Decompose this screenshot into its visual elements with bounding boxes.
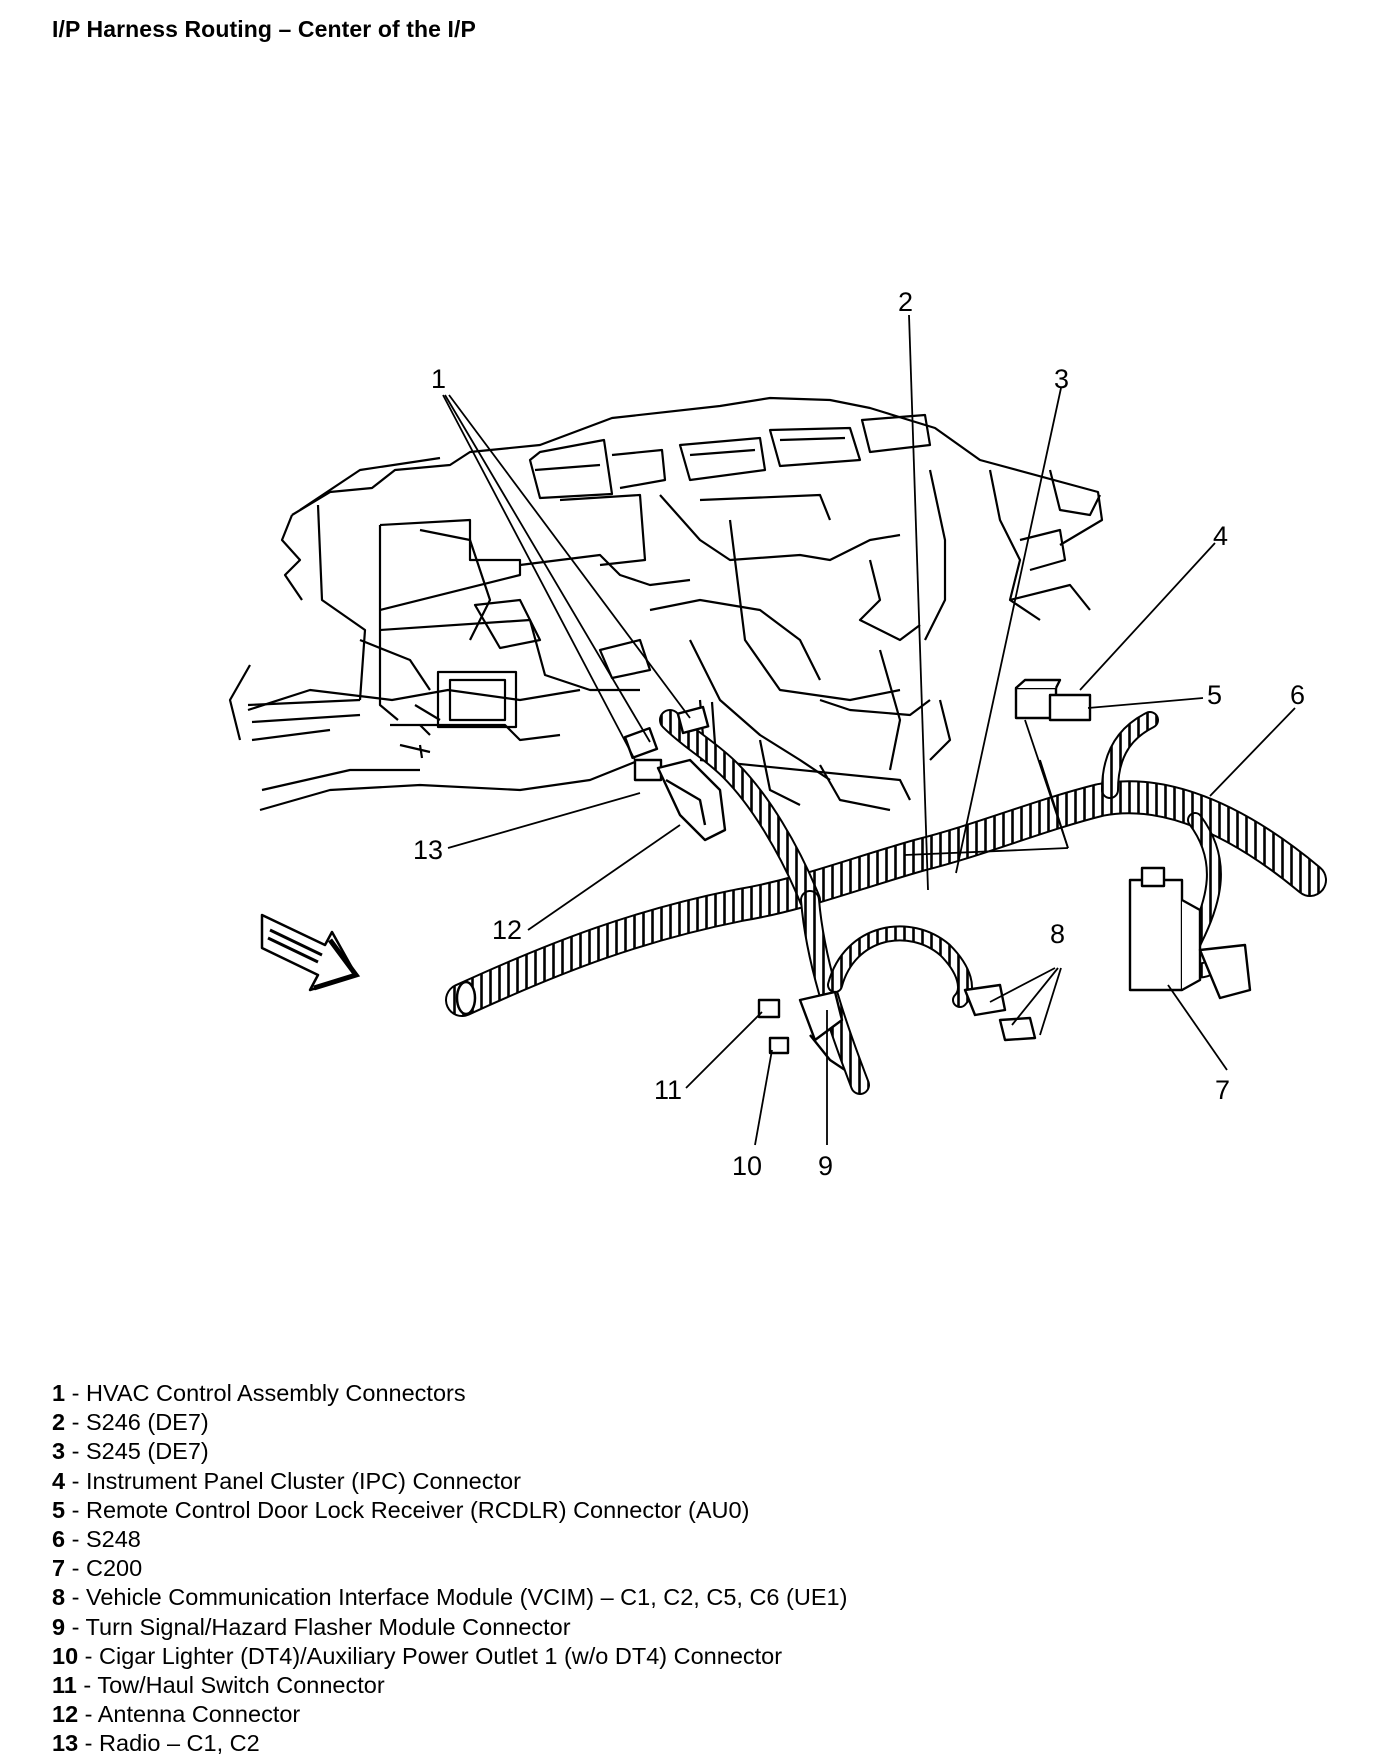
legend-item: 1 - HVAC Control Assembly Connectors bbox=[52, 1379, 847, 1408]
legend-separator: - bbox=[65, 1409, 86, 1436]
legend-text: Radio – C1, C2 bbox=[99, 1730, 260, 1757]
legend-separator: - bbox=[78, 1642, 100, 1669]
legend-number: 9 bbox=[52, 1613, 66, 1640]
legend-separator: - bbox=[65, 1438, 86, 1465]
legend-item: 10 - Cigar Lighter (DT4)/Auxiliary Power… bbox=[52, 1642, 847, 1671]
legend-separator: - bbox=[78, 1701, 98, 1728]
legend-text: Remote Control Door Lock Receiver (RCDLR… bbox=[85, 1496, 750, 1523]
legend-item: 11 - Tow/Haul Switch Connector bbox=[52, 1671, 847, 1700]
legend-number: 7 bbox=[52, 1555, 66, 1582]
legend-number: 13 bbox=[52, 1730, 79, 1757]
legend-number: 8 bbox=[52, 1584, 66, 1611]
legend-item: 8 - Vehicle Communication Interface Modu… bbox=[52, 1583, 847, 1612]
legend-separator: - bbox=[65, 1613, 86, 1640]
legend-text: C200 bbox=[85, 1555, 143, 1582]
legend-item: 12 - Antenna Connector bbox=[52, 1700, 847, 1729]
legend-separator: - bbox=[65, 1467, 86, 1494]
legend-number: 1 bbox=[52, 1380, 66, 1406]
legend-item: 3 - S245 (DE7) bbox=[52, 1437, 847, 1466]
legend-text: S248 bbox=[85, 1526, 141, 1553]
legend-separator: - bbox=[76, 1672, 98, 1699]
callout-10: 10 bbox=[732, 1151, 762, 1181]
legend: 1 - HVAC Control Assembly Connectors 2 -… bbox=[52, 1379, 847, 1759]
legend-item: 13 - Radio – C1, C2 bbox=[52, 1729, 847, 1758]
legend-text: Instrument Panel Cluster (IPC) Connector bbox=[85, 1467, 521, 1494]
harness-end-cap bbox=[455, 980, 477, 1016]
callout-1: 1 bbox=[431, 364, 446, 394]
legend-number: 3 bbox=[52, 1438, 66, 1465]
legend-separator: - bbox=[65, 1555, 86, 1582]
legend-number: 6 bbox=[52, 1526, 66, 1553]
callout-9: 9 bbox=[818, 1151, 833, 1181]
leader-lines bbox=[442, 314, 1296, 1146]
legend-number: 2 bbox=[52, 1409, 66, 1436]
callout-12: 12 bbox=[492, 915, 522, 945]
legend-item: 4 - Instrument Panel Cluster (IPC) Conne… bbox=[52, 1467, 847, 1496]
legend-text: HVAC Control Assembly Connectors bbox=[85, 1380, 466, 1406]
legend-item: 6 - S248 bbox=[52, 1525, 847, 1554]
forward-direction-arrow-icon bbox=[260, 913, 361, 992]
legend-number: 4 bbox=[52, 1467, 66, 1494]
callout-4: 4 bbox=[1213, 521, 1228, 551]
callout-8: 8 bbox=[1050, 919, 1065, 949]
callout-6: 6 bbox=[1290, 680, 1305, 710]
callout-3: 3 bbox=[1054, 364, 1069, 394]
callout-13: 13 bbox=[413, 835, 443, 865]
legend-separator: - bbox=[65, 1526, 86, 1553]
legend-number: 5 bbox=[52, 1496, 66, 1523]
callout-2: 2 bbox=[898, 287, 913, 317]
legend-separator: - bbox=[65, 1496, 86, 1523]
legend-separator: - bbox=[65, 1380, 86, 1406]
instrument-panel-carrier bbox=[228, 396, 1104, 812]
legend-text: Tow/Haul Switch Connector bbox=[97, 1672, 385, 1699]
legend-text: Antenna Connector bbox=[97, 1701, 301, 1728]
legend-number: 11 bbox=[52, 1672, 77, 1699]
page-title: I/P Harness Routing – Center of the I/P bbox=[52, 16, 476, 42]
legend-number: 10 bbox=[52, 1642, 79, 1669]
callout-11: 11 bbox=[654, 1075, 682, 1105]
legend-text: S246 (DE7) bbox=[85, 1409, 209, 1436]
legend-separator: - bbox=[65, 1584, 86, 1611]
callout-7: 7 bbox=[1215, 1075, 1230, 1105]
connectors bbox=[623, 678, 1252, 1071]
legend-item: 5 - Remote Control Door Lock Receiver (R… bbox=[52, 1496, 847, 1525]
legend-item: 2 - S246 (DE7) bbox=[52, 1408, 847, 1437]
legend-text: S245 (DE7) bbox=[85, 1438, 209, 1465]
legend-number: 12 bbox=[52, 1701, 79, 1728]
legend-text: Turn Signal/Hazard Flasher Module Connec… bbox=[85, 1613, 571, 1640]
legend-separator: - bbox=[78, 1730, 100, 1757]
legend-item: 7 - C200 bbox=[52, 1554, 847, 1583]
legend-item: 9 - Turn Signal/Hazard Flasher Module Co… bbox=[52, 1613, 847, 1642]
legend-text: Vehicle Communication Interface Module (… bbox=[85, 1584, 848, 1611]
legend-text: Cigar Lighter (DT4)/Auxiliary Power Outl… bbox=[99, 1642, 783, 1669]
callout-5: 5 bbox=[1207, 680, 1222, 710]
callout-labels: 1 2 3 4 5 6 7 8 9 10 11 12 13 bbox=[413, 287, 1305, 1181]
